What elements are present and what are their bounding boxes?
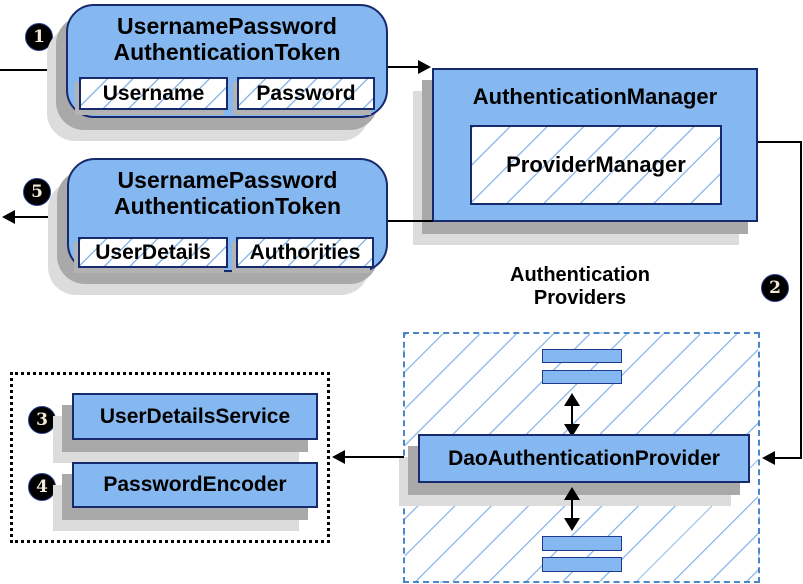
connector-step2-vertical — [800, 141, 802, 459]
double-arrow-bottom-up-head — [564, 487, 580, 500]
arrowhead-into-manager — [418, 60, 431, 74]
double-arrow-top-down-head — [564, 424, 580, 437]
username-password-token-request-box: UsernamePassword AuthenticationToken Use… — [66, 4, 388, 118]
password-field-box: Password — [237, 77, 375, 110]
password-encoder-box: PasswordEncoder — [72, 462, 318, 508]
provider-slot-bar — [542, 349, 622, 363]
dao-authentication-provider-box: DaoAuthenticationProvider — [418, 434, 750, 483]
token-response-title-line2: AuthenticationToken — [113, 193, 341, 219]
connector-step2-top — [758, 141, 802, 143]
connector-step1-in — [0, 69, 66, 71]
connector-step1-to-manager — [388, 66, 420, 68]
user-details-service-box: UserDetailsService — [72, 393, 318, 440]
step4-badge: 4 — [28, 473, 56, 501]
arrowhead-into-dao-provider — [762, 451, 775, 465]
provider-manager-box: ProviderManager — [470, 125, 722, 205]
authentication-providers-title-line2: Providers — [533, 287, 627, 309]
step2-badge: 2 — [761, 274, 789, 302]
token-request-title: UsernamePassword AuthenticationToken — [68, 6, 386, 65]
authentication-providers-title-line1: Authentication — [510, 264, 650, 286]
username-password-token-response-box: UsernamePassword AuthenticationToken Use… — [67, 158, 388, 272]
token-response-title-line1: UsernamePassword — [117, 167, 338, 193]
connector-manager-to-response — [388, 220, 433, 222]
provider-slot-bar — [542, 557, 622, 572]
step3-badge: 3 — [28, 406, 56, 434]
user-details-field-box: UserDetails — [78, 237, 228, 268]
connector-step2-bottom — [773, 457, 801, 459]
double-arrow-bottom-down-head — [564, 518, 580, 531]
connector-dao-to-services — [344, 456, 404, 458]
token-request-title-line2: AuthenticationToken — [113, 39, 341, 65]
services-frame — [10, 372, 330, 543]
arrowhead-into-services-frame — [332, 450, 345, 464]
provider-slot-bar — [542, 370, 622, 384]
step1-badge: 1 — [25, 23, 53, 51]
username-field-box: Username — [79, 77, 228, 110]
authentication-manager-title: AuthenticationManager — [472, 84, 718, 109]
authentication-manager-box: AuthenticationManager ProviderManager — [432, 68, 758, 222]
token-response-title: UsernamePassword AuthenticationToken — [69, 160, 386, 219]
authorities-field-box: Authorities — [236, 237, 374, 268]
double-arrow-top-up-head — [564, 393, 580, 406]
token-request-title-line1: UsernamePassword — [117, 13, 337, 39]
authentication-providers-title: Authentication Providers — [480, 264, 680, 312]
double-arrow-top-shaft — [571, 403, 573, 427]
step5-badge: 5 — [23, 178, 51, 206]
double-arrow-bottom-shaft — [571, 497, 573, 521]
arrowhead-step5-out — [2, 210, 15, 224]
provider-slot-bar — [542, 536, 622, 551]
connector-step5-out — [13, 216, 67, 218]
